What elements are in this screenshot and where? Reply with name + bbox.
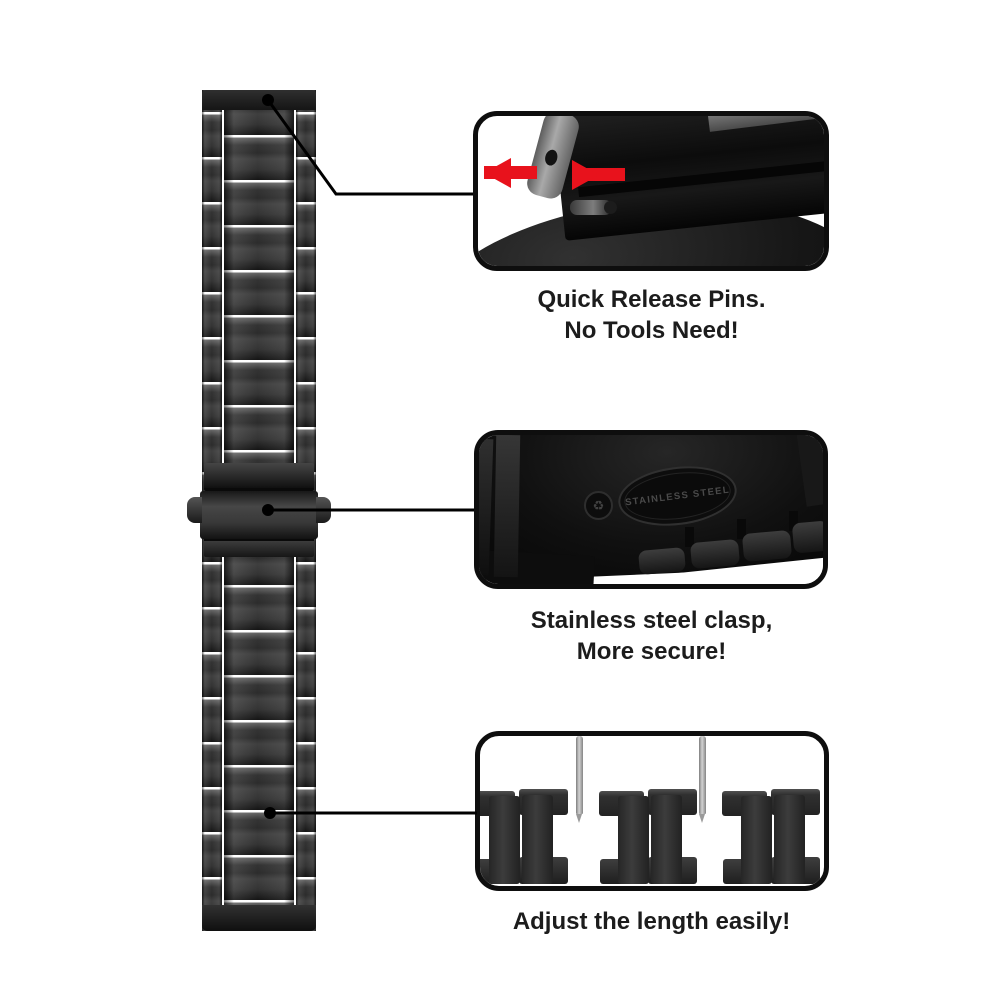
clasp-lower-ledge (204, 539, 314, 557)
spring-bar-knob (604, 201, 617, 214)
link-connector (685, 527, 694, 547)
right-arrow-icon (572, 159, 625, 190)
clasp-body (200, 491, 318, 539)
embossed-text: STAINLESS STEEL (624, 484, 731, 508)
recycle-mark-icon: ♻ (584, 491, 613, 520)
clasp-panel: STAINLESS STEEL ♻ (474, 430, 828, 589)
spring-bar (570, 200, 617, 215)
spring-bar-pin-icon (576, 736, 583, 823)
removable-link (480, 788, 570, 886)
clasp-push-button-right (316, 497, 331, 523)
removable-link (599, 788, 699, 886)
caption-quick-release: Quick Release Pins. No Tools Need! (454, 284, 849, 346)
pin-hole (543, 148, 560, 167)
adjust-length-panel (475, 731, 829, 891)
clasp-push-button-left (187, 497, 202, 523)
caption-line: Quick Release Pins. (537, 286, 766, 313)
link-connector (789, 511, 798, 531)
link-connector (737, 519, 746, 539)
strap-end-link-top (202, 90, 316, 110)
clasp-upper-ledge (204, 463, 314, 491)
caption-clasp: Stainless steel clasp, More secure! (454, 605, 849, 667)
band-link-bump (638, 547, 686, 575)
removable-link (722, 788, 822, 886)
band-link-bump (689, 538, 741, 570)
caption-adjust: Adjust the length easily! (454, 906, 849, 937)
clasp-shadow (479, 549, 595, 584)
caption-line: No Tools Need! (564, 317, 739, 344)
spring-bar-pin-icon (699, 736, 706, 823)
quick-release-panel (473, 111, 829, 271)
end-link-plate (493, 435, 521, 578)
caption-line: Adjust the length easily! (512, 908, 791, 935)
band-link-bump (741, 529, 793, 563)
band-link-bump (791, 520, 823, 554)
arrow-head (572, 159, 599, 190)
caption-line: Stainless steel clasp, (530, 607, 773, 634)
left-arrow-icon (484, 157, 537, 188)
arrow-head (484, 157, 511, 188)
caption-line: More secure! (576, 638, 727, 665)
strap-end-link-bottom (202, 905, 316, 931)
